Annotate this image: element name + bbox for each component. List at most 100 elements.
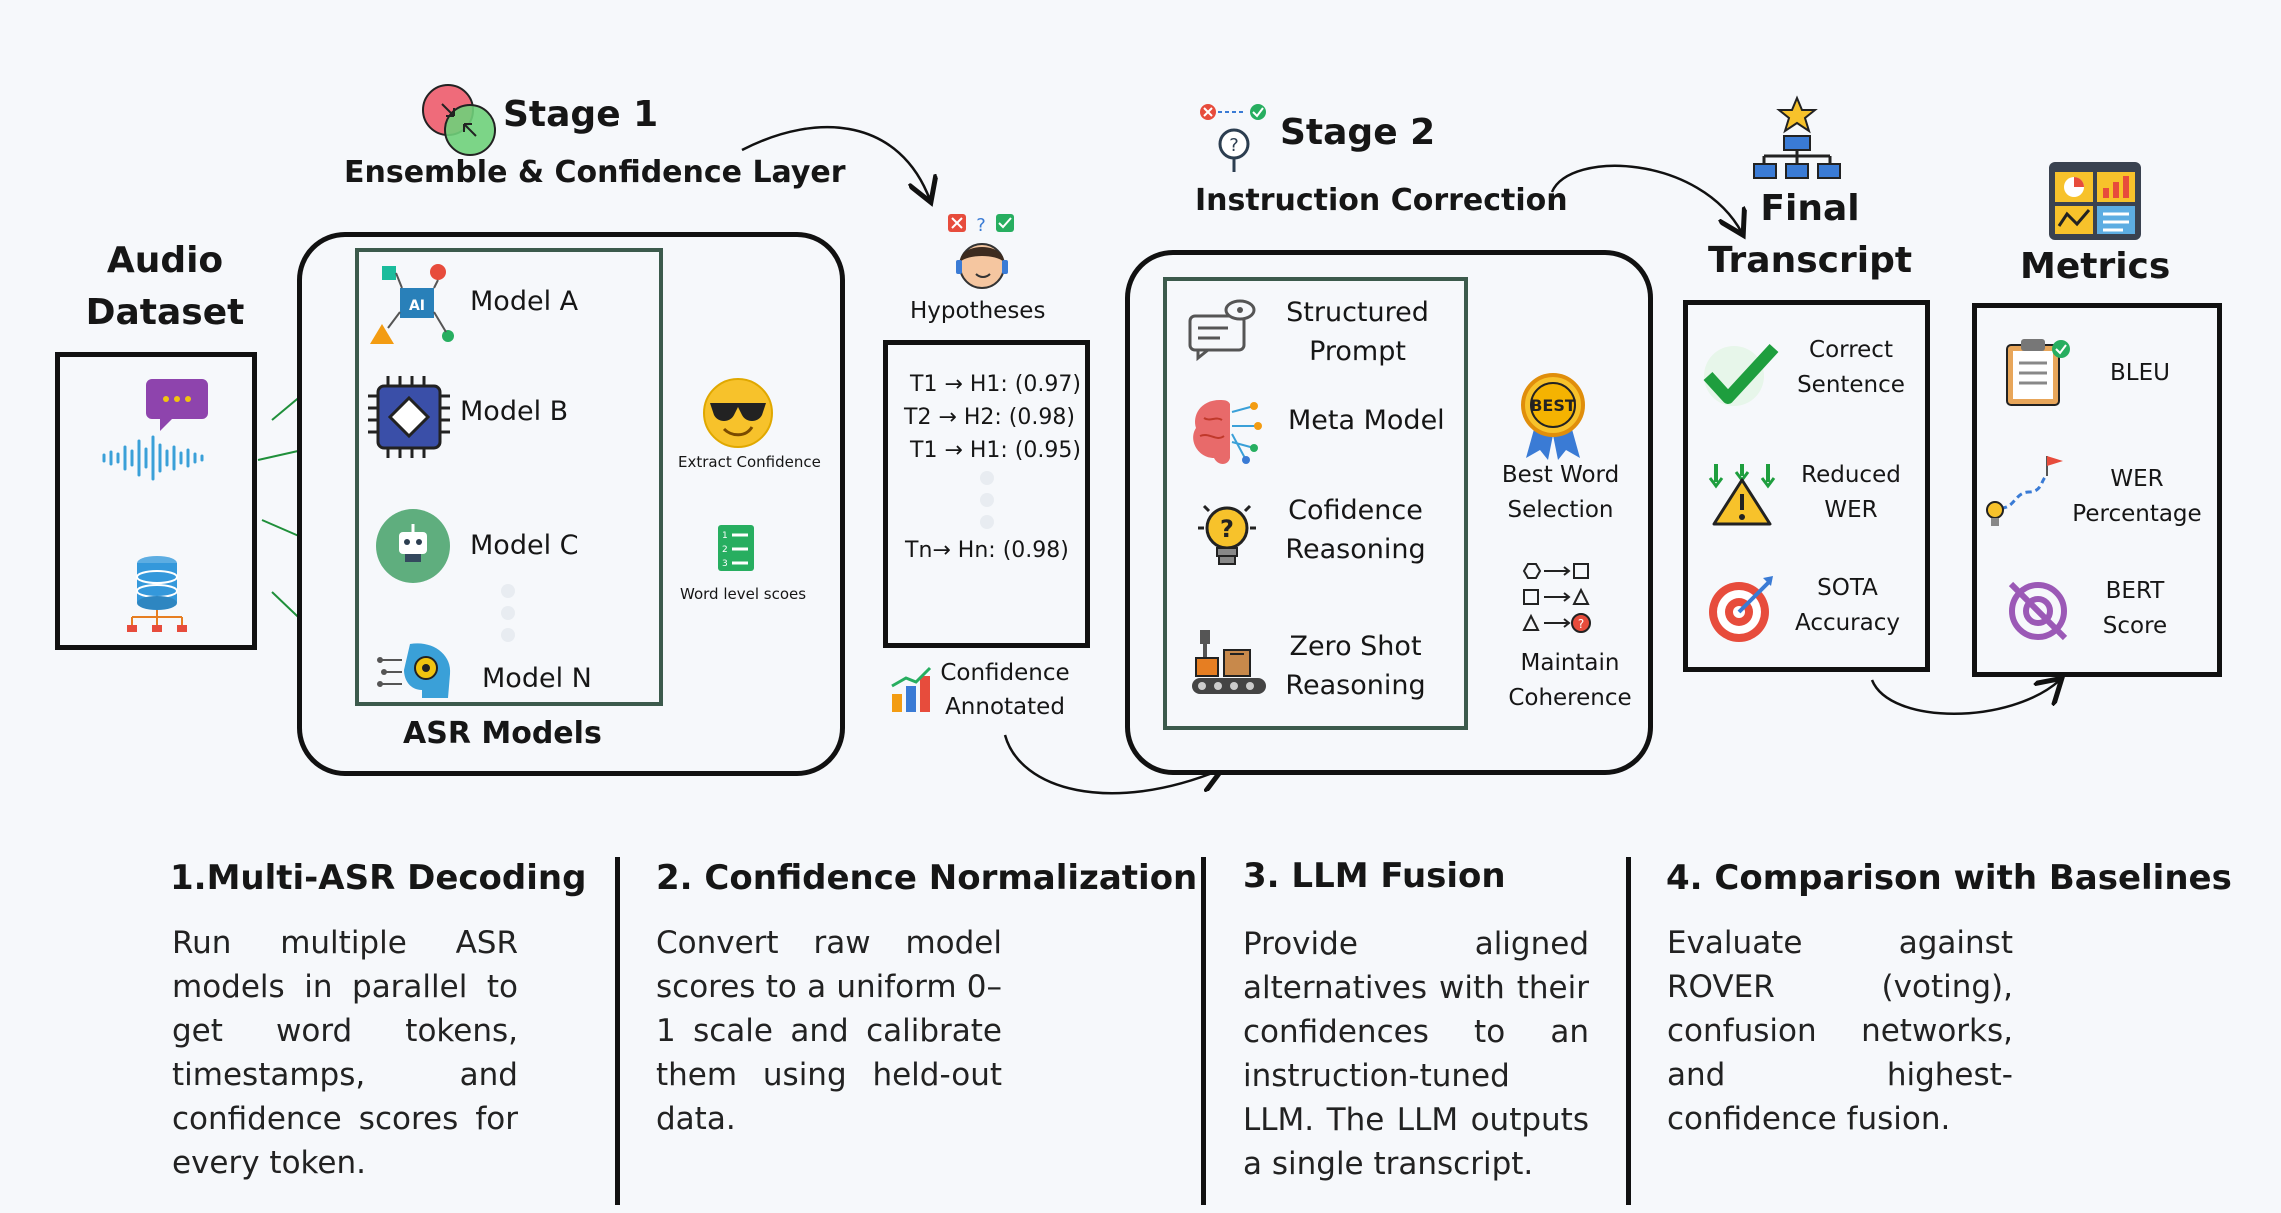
- bert-line1: BERT: [2105, 578, 2165, 604]
- robot-icon: [376, 509, 450, 583]
- svg-text:AI: AI: [409, 298, 425, 314]
- step-1-title: Multi-ASR Decoding: [206, 858, 587, 898]
- arrow-annotated-to-llm: [1003, 734, 1220, 795]
- target-icon: [1709, 576, 1773, 642]
- database-icon: [127, 556, 187, 632]
- confidence-reasoning-label: Cofidence Reasoning: [1268, 491, 1443, 569]
- correct-line2: Sentence: [1797, 372, 1905, 398]
- meta-model-label: Meta Model: [1288, 405, 1445, 436]
- stage1-subtitle: Ensemble & Confidence Layer: [344, 155, 846, 190]
- final-title-line1: Final: [1760, 188, 1860, 229]
- numbered-list-icon: 123: [718, 525, 754, 571]
- annotated-line1: Confidence: [940, 660, 1070, 686]
- stage1-title: Stage 1: [503, 94, 659, 135]
- warning-down-arrows-icon: [1708, 464, 1776, 526]
- bleu-label: BLEU: [2110, 360, 2170, 386]
- path-flag-icon: [1986, 456, 2063, 526]
- final-title-line2: Transcript: [1707, 240, 1913, 281]
- step-1-text: Run multiple ASR models in parallel to g…: [172, 925, 518, 1181]
- hypothesis-line-3: T1 → H1: (0.95): [910, 438, 1081, 463]
- best-word-selection-label: Best Word Selection: [1483, 458, 1638, 528]
- arrow-stage2-to-final: [1550, 164, 1742, 233]
- audio-dataset-box: [55, 352, 257, 650]
- shapes-flow-icon: ?: [1522, 563, 1591, 633]
- final-transcript-title: Final Transcript: [1700, 183, 1920, 287]
- wer-percentage-label: WER Percentage: [2067, 462, 2207, 532]
- step-3-title: LLM Fusion: [1291, 856, 1506, 896]
- model-n-label: Model N: [482, 663, 592, 694]
- hierarchy-star-icon: [1753, 95, 1841, 179]
- step-4-heading: 4. Comparison with Baselines: [1666, 858, 2232, 898]
- stage2-title: Stage 2: [1280, 112, 1436, 153]
- speech-waveform-icon: [102, 379, 208, 481]
- step-3-heading: 3. LLM Fusion: [1243, 856, 1506, 896]
- best-word-line2: Selection: [1507, 497, 1614, 523]
- arrow-stage1-to-hypotheses: [741, 125, 930, 200]
- hypotheses-box: [883, 340, 1090, 648]
- zeroshot-line2: Reasoning: [1285, 670, 1426, 701]
- correct-line1: Correct: [1809, 337, 1893, 363]
- audio-title-line2: Dataset: [85, 292, 245, 333]
- llm-components-list: [1163, 277, 1468, 730]
- best-badge-text: BEST: [1530, 396, 1576, 415]
- idea-bulb-icon: ?: [1198, 504, 1256, 565]
- hypothesis-line-1: T1 → H1: (0.97): [910, 372, 1081, 397]
- best-badge-icon: BEST: [1521, 373, 1585, 460]
- step-3-number: 3.: [1243, 856, 1280, 896]
- divider-2: [1201, 857, 1206, 1205]
- cofidence-line1: Cofidence: [1288, 495, 1423, 526]
- wer-line2: Percentage: [2072, 501, 2202, 527]
- confidence-annotated-label: Confidence Annotated: [930, 656, 1080, 724]
- coherence-line1: Maintain: [1520, 650, 1620, 676]
- structured-prompt-label: Structured Prompt: [1265, 293, 1450, 371]
- zeroshot-line1: Zero Shot: [1289, 631, 1422, 662]
- svg-text:1: 1: [722, 531, 728, 541]
- word-level-scores-label: Word level scoes: [680, 585, 807, 603]
- coherence-line2: Coherence: [1508, 685, 1632, 711]
- structured-line1: Structured: [1286, 297, 1429, 328]
- divider-1: [615, 857, 620, 1205]
- stage2-subtitle: Instruction Correction: [1195, 183, 1568, 218]
- check-circle-icon: [1703, 343, 1779, 406]
- reduced-line2: WER: [1824, 497, 1878, 523]
- ellipsis-dots: [501, 584, 515, 642]
- neural-brain-icon: [1193, 400, 1262, 464]
- annotated-line2: Annotated: [945, 694, 1065, 720]
- sota-line2: Accuracy: [1794, 610, 1900, 636]
- step-2-heading: 2. Confidence Normalization: [656, 858, 1197, 898]
- svg-text:?: ?: [1220, 515, 1234, 543]
- model-c-label: Model C: [470, 530, 579, 561]
- step-1-heading: 1.Multi-ASR Decoding: [170, 858, 586, 898]
- sunglasses-emoji-icon: [703, 378, 773, 448]
- prompt-chat-icon: [1188, 299, 1256, 362]
- step-2-text: Convert raw model scores to a uniform 0–…: [656, 925, 1002, 1137]
- hypotheses-title: Hypotheses: [910, 298, 1046, 324]
- correct-sentence-label: Correct Sentence: [1780, 333, 1922, 403]
- best-word-line1: Best Word: [1501, 462, 1620, 488]
- brain-gear-icon: [377, 643, 451, 698]
- step-4-number: 4.: [1666, 858, 1703, 898]
- step-4-text: Evaluate against ROVER (voting), confusi…: [1667, 925, 2013, 1137]
- model-b-label: Model B: [460, 396, 569, 427]
- svg-text:?: ?: [1578, 617, 1584, 631]
- maintain-coherence-label: Maintain Coherence: [1500, 646, 1640, 716]
- audio-title-line1: Audio: [106, 240, 224, 281]
- wer-line1: WER: [2110, 466, 2164, 492]
- step-1-number: 1.: [170, 858, 207, 898]
- sota-accuracy-label: SOTA Accuracy: [1780, 571, 1915, 641]
- extract-confidence-label: Extract Confidence: [678, 453, 821, 471]
- hypothesis-line-n: Tn→ Hn: (0.98): [905, 538, 1069, 563]
- svg-text:3: 3: [722, 559, 728, 569]
- decision-icon: ?: [1200, 104, 1266, 172]
- step-2-title: Confidence Normalization: [704, 858, 1198, 898]
- clipboard-icon: [2006, 339, 2070, 406]
- sota-line1: SOTA: [1817, 575, 1878, 601]
- zero-shot-label: Zero Shot Reasoning: [1268, 627, 1443, 705]
- reduced-wer-label: Reduced WER: [1780, 458, 1922, 528]
- bar-chart-icon: [891, 666, 932, 712]
- audio-dataset-title: Audio Dataset: [75, 235, 255, 339]
- reduced-line1: Reduced: [1801, 462, 1901, 488]
- model-a-label: Model A: [470, 286, 579, 317]
- arrow-final-to-metrics: [1870, 680, 2060, 715]
- orbit-score-icon: [2008, 581, 2068, 641]
